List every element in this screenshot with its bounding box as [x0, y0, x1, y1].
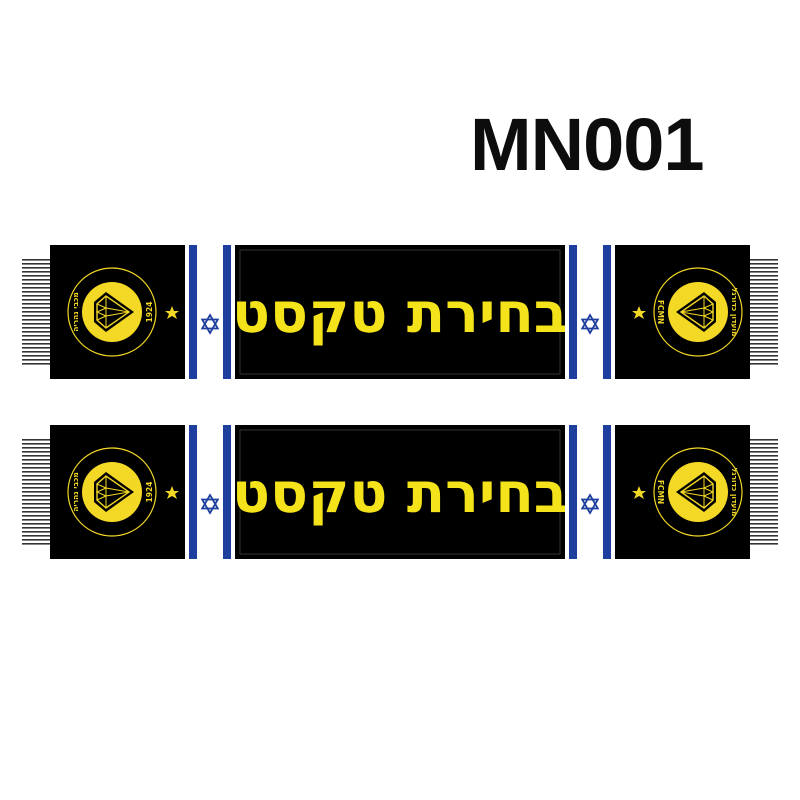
scarf-bottom: מכבי נהריה 1924 בחירת טקסט [22, 425, 778, 559]
crest-name-bottom: מועדון כדורגל [730, 288, 739, 337]
left-flag [185, 425, 235, 559]
right-crest: מועדון כדורגל FCMN [653, 267, 743, 357]
left-fringe [22, 259, 50, 365]
crest-name-bottom: מועדון כדורגל [730, 468, 739, 517]
crest-name-top: מכבי נהריה [71, 472, 80, 512]
right-crest: מועדון כדורגל FCMN [653, 447, 743, 537]
right-fringe [750, 439, 778, 545]
scarf-graphic: מכבי נהריה 1924 בחירת טקסט [22, 425, 778, 559]
scarf-top: מכבי נהריה 1924 בחירת טקסט [22, 245, 778, 379]
slogan-panel: בחירת טקסט [232, 429, 568, 555]
left-crest: מכבי נהריה 1924 [67, 267, 157, 357]
scarf-graphic: מכבי נהריה 1924 בחירת טקסט [22, 245, 778, 379]
crest-name-top: מכבי נהריה [71, 292, 80, 332]
right-flag [565, 245, 615, 379]
crest-initials: FCMN [656, 300, 665, 324]
star-of-david-icon [580, 493, 600, 515]
crest-initials: FCMN [656, 480, 665, 504]
star-icon [165, 486, 179, 499]
star-of-david-icon [200, 493, 220, 515]
crest-year: 1924 [145, 302, 154, 323]
star-icon [632, 486, 646, 499]
left-crest: מכבי נהריה 1924 [67, 447, 157, 537]
crest-year: 1924 [145, 482, 154, 503]
left-fringe [22, 439, 50, 545]
star-icon [165, 306, 179, 319]
slogan-text: בחירת טקסט [232, 461, 568, 526]
slogan-panel: בחירת טקסט [232, 249, 568, 375]
right-flag [565, 425, 615, 559]
right-fringe [750, 259, 778, 365]
star-of-david-icon [200, 313, 220, 335]
star-icon [632, 306, 646, 319]
left-flag [185, 245, 235, 379]
slogan-text: בחירת טקסט [232, 281, 568, 346]
star-of-david-icon [580, 313, 600, 335]
product-code: MN001 [470, 103, 705, 186]
